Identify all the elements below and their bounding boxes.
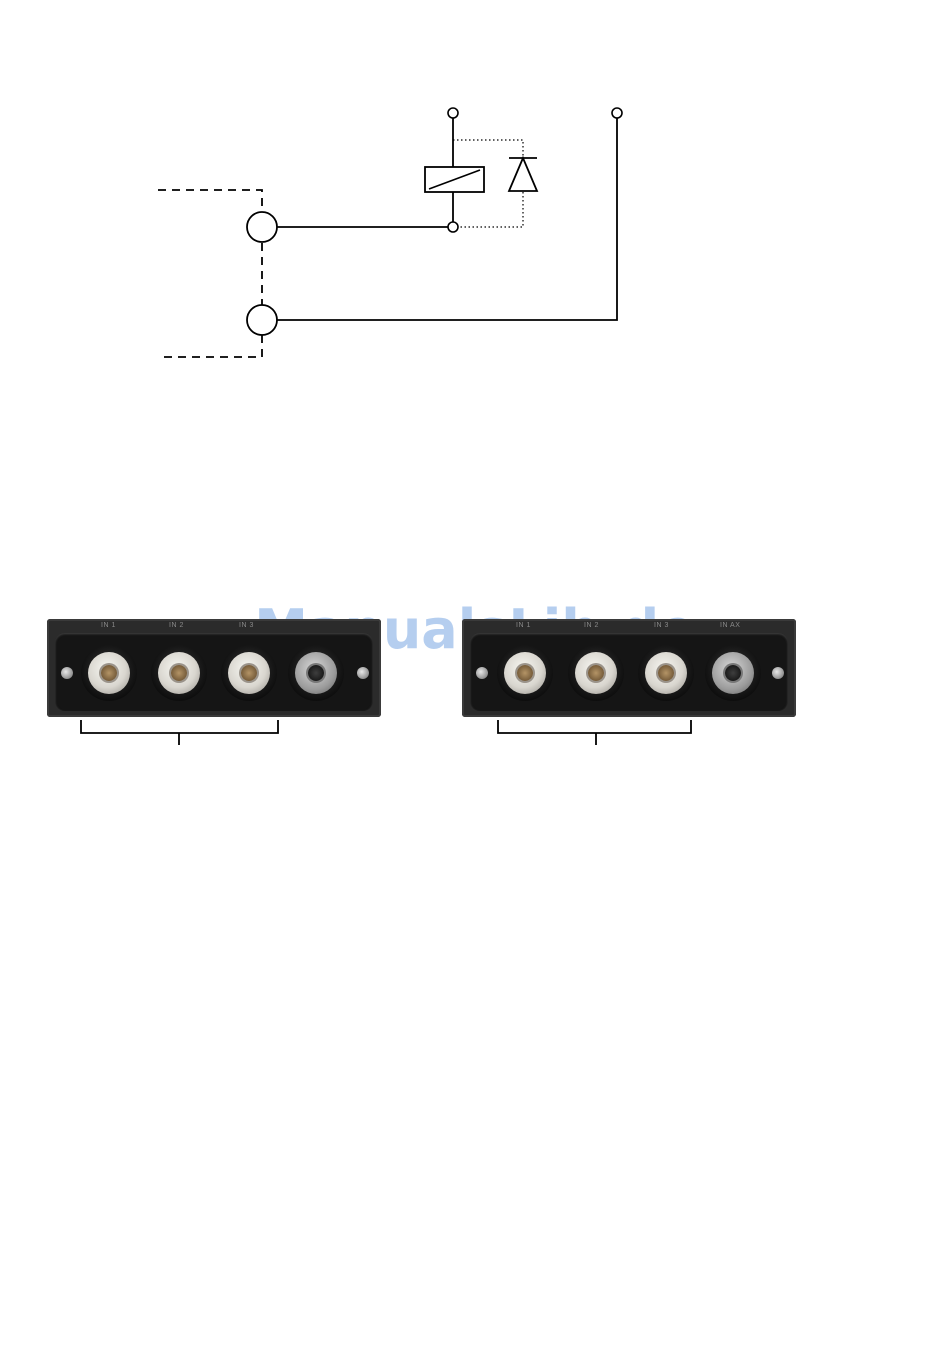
input-group-bracket-left bbox=[81, 720, 278, 733]
lemo-input-connector-1 bbox=[497, 645, 553, 701]
connector-label: IN AX bbox=[720, 622, 740, 629]
lemo-input-connector-1 bbox=[81, 645, 137, 701]
screw-icon bbox=[772, 667, 784, 679]
lemo-input-connector-2 bbox=[568, 645, 624, 701]
relay-circuit-diagram bbox=[0, 0, 950, 420]
supply-terminal-left bbox=[448, 108, 458, 118]
connector-panel-right: IN 1 IN 2 IN 3 IN AX bbox=[462, 619, 796, 717]
output-terminal-2 bbox=[247, 305, 277, 335]
junction-terminal bbox=[448, 222, 458, 232]
connector-label: IN 2 bbox=[584, 622, 599, 629]
connector-label: IN 1 bbox=[101, 622, 116, 629]
freewheeling-diode-symbol bbox=[509, 158, 537, 191]
m8-connector bbox=[705, 645, 761, 701]
connector-label: IN 2 bbox=[169, 622, 184, 629]
relay-coil-symbol bbox=[425, 167, 484, 192]
output-terminal-1 bbox=[247, 212, 277, 242]
lemo-input-connector-3 bbox=[638, 645, 694, 701]
lemo-input-connector-2 bbox=[151, 645, 207, 701]
lemo-input-connector-3 bbox=[221, 645, 277, 701]
device-outline-dashed bbox=[158, 190, 262, 357]
supply-terminal-right bbox=[612, 108, 622, 118]
connector-label: IN 3 bbox=[654, 622, 669, 629]
screw-icon bbox=[476, 667, 488, 679]
screw-icon bbox=[61, 667, 73, 679]
input-group-bracket-right bbox=[498, 720, 691, 733]
screw-icon bbox=[357, 667, 369, 679]
connector-label: IN 3 bbox=[239, 622, 254, 629]
circuit-wires bbox=[277, 118, 617, 320]
connector-panel-left: IN 1 IN 2 IN 3 bbox=[47, 619, 381, 717]
connector-label: IN 1 bbox=[516, 622, 531, 629]
m8-connector bbox=[288, 645, 344, 701]
